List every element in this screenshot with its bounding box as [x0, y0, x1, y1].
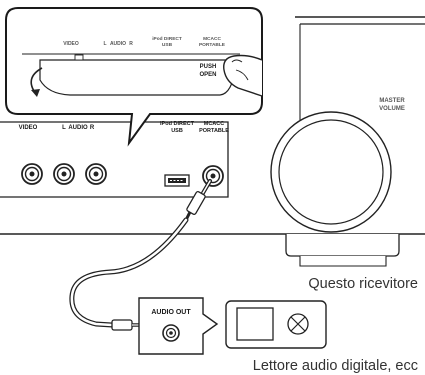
mcacc-portable-jack[interactable] — [202, 165, 224, 187]
player-screen — [236, 307, 274, 341]
push-label: PUSH — [200, 64, 217, 70]
panel-mcacc-label-line2: PORTABLE — [199, 128, 229, 134]
audio-r-jack[interactable] — [85, 163, 107, 185]
master-volume-label-line1: MASTER — [379, 98, 405, 104]
panel-mcacc-label-line1: MCACC — [204, 121, 224, 127]
digital-audio-player — [138, 297, 219, 355]
callout-mcacc-label-line1: MCACC — [203, 36, 221, 42]
player-device — [225, 300, 327, 349]
finger-icon — [223, 54, 263, 97]
callout-ipod-label-line1: iPod DIRECT — [152, 36, 182, 42]
audio-l-jack[interactable] — [53, 163, 75, 185]
callout-audio-l-label: L — [103, 41, 106, 47]
video-jack[interactable] — [21, 163, 43, 185]
panel-audio-r-label: R — [90, 125, 95, 131]
player-control-button-icon[interactable] — [287, 313, 309, 335]
callout-ipod-label-line2: USB — [162, 42, 173, 48]
open-label: OPEN — [199, 72, 216, 78]
callout-video-label: VIDEO — [63, 41, 79, 47]
master-volume-knob[interactable] — [270, 111, 392, 233]
audio-out-jack[interactable] — [162, 324, 180, 342]
player-caption: Lettore audio digitale, ecc — [253, 358, 418, 374]
panel-ipod-label-line2: USB — [171, 128, 183, 134]
cover-tab — [74, 54, 84, 61]
receiver-caption: Questo ricevitore — [308, 276, 418, 292]
zoom-callout — [5, 7, 263, 147]
panel-audio-l-label: L — [62, 125, 66, 131]
panel-ipod-label-line1: iPod DIRECT — [160, 121, 195, 127]
master-volume-label-line2: VOLUME — [379, 106, 405, 112]
receiver-foot — [285, 234, 400, 267]
usb-port[interactable] — [164, 174, 190, 187]
open-direction-arrow-icon — [30, 67, 43, 97]
audio-out-label: AUDIO OUT — [151, 309, 191, 316]
callout-audio-label: AUDIO — [110, 41, 126, 47]
panel-video-label: VIDEO — [19, 125, 38, 131]
callout-audio-r-label: R — [129, 41, 133, 47]
callout-mcacc-label-line2: PORTABLE — [199, 42, 226, 48]
panel-audio-label: AUDIO — [68, 125, 88, 131]
